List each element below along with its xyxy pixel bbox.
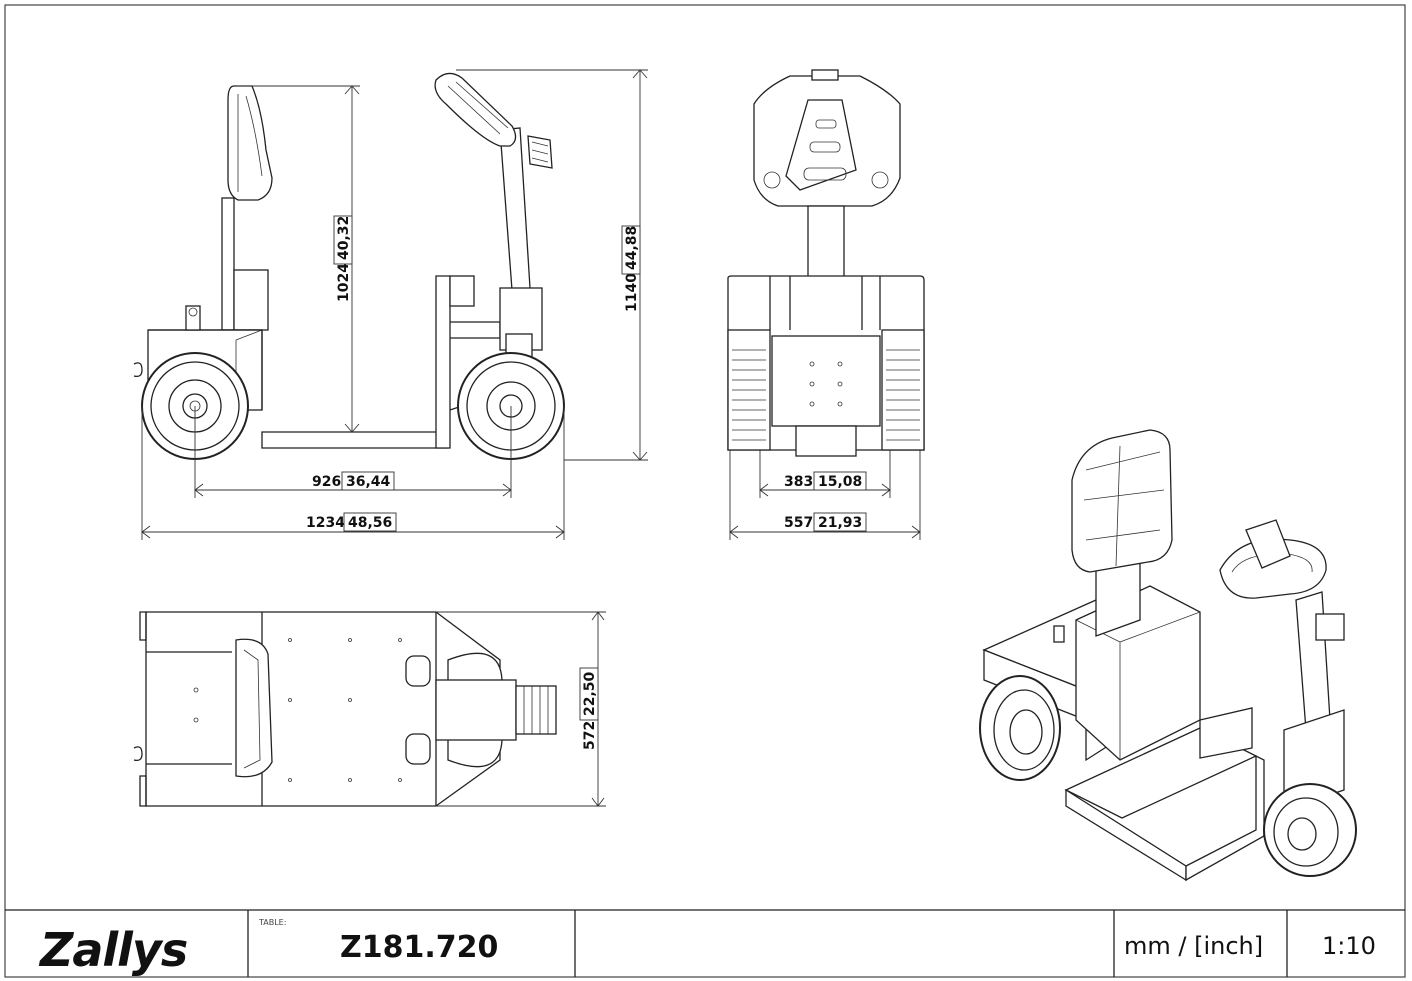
dim-label-seat-height: 1024 40,32 [333,215,353,302]
title-block: Zallys TABLE: Z181.720 mm / [inch] 1:10 [5,909,1405,977]
dim-label-length: 1234 48,56 [306,512,397,532]
dim-wheelbase-mm: 926 [312,474,341,490]
dim-front-width-mm: 557 [784,515,813,531]
dim-total-height-mm: 1140 [624,273,640,312]
dim-top-width-inch: 22,50 [582,671,598,716]
dim-front-track-inch: 15,08 [818,474,862,490]
table-label: TABLE: [258,918,286,927]
dim-length-mm: 1234 [306,515,345,531]
sheet-border [4,4,1406,978]
dim-top-width-mm: 572 [582,721,598,750]
dim-front-track-mm: 383 [784,474,813,490]
units-label: mm / [inch] [1124,932,1263,960]
isometric-view [979,429,1357,882]
dim-label-front-width: 557 21,93 [784,512,867,532]
dim-wheelbase-inch: 36,44 [346,474,391,490]
dim-label-wheelbase: 926 36,44 [312,471,395,491]
dim-label-top-width: 572 22,50 [579,667,599,750]
dim-seat-height-mm: 1024 [336,263,352,302]
dim-total-height-inch: 44,88 [624,226,640,270]
top-view [133,611,606,807]
front-view [727,69,925,540]
dim-front-width-inch: 21,93 [818,515,862,531]
dim-seat-height-inch: 40,32 [336,216,352,260]
brand-logo: Zallys [38,923,187,977]
dim-label-total-height: 1140 44,88 [621,225,641,312]
dim-length-inch: 48,56 [348,515,392,531]
drawing-code: Z181.720 [340,930,498,965]
scale-label: 1:10 [1322,932,1376,960]
side-view [133,69,648,540]
dim-label-front-track: 383 15,08 [784,471,867,491]
